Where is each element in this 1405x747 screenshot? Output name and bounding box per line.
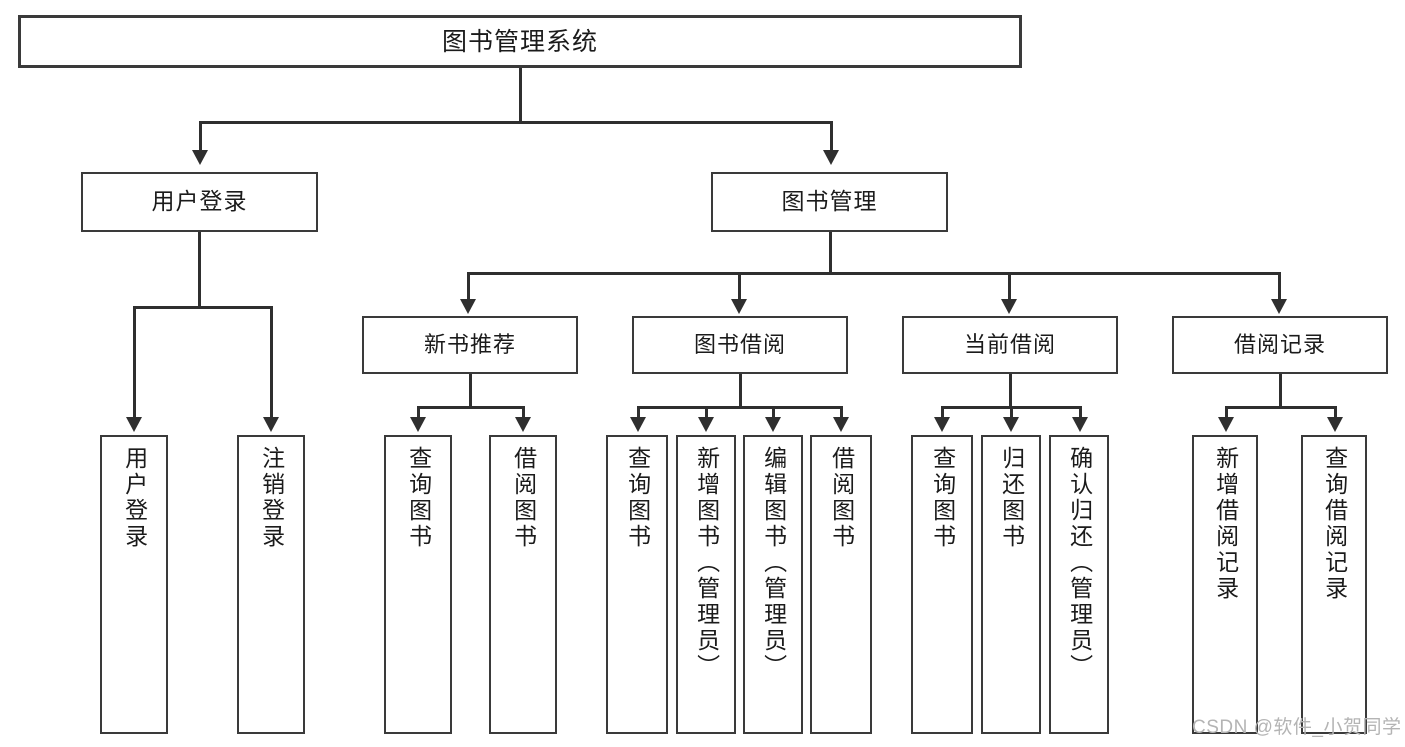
leaf-label: 新增图书（管理员） bbox=[693, 446, 720, 680]
connector-bookmgmt-drop-3 bbox=[1008, 272, 1011, 300]
node-label: 新书推荐 bbox=[423, 331, 516, 357]
arrowhead-newbook-leaf-2 bbox=[515, 417, 531, 432]
node-current-borrow[interactable]: 当前借阅 bbox=[902, 316, 1118, 374]
connector-bookmgmt-drop-4 bbox=[1278, 272, 1281, 300]
leaf-label: 编辑图书（管理员） bbox=[760, 446, 787, 680]
connector-bookmgmt-drop-1 bbox=[467, 272, 470, 300]
connector-root-to-bookmgmt bbox=[830, 121, 833, 151]
connector-currentborrow-drop-1 bbox=[941, 406, 944, 418]
connector-userlogin-drop-2 bbox=[270, 306, 273, 418]
node-label: 图书借阅 bbox=[693, 331, 786, 357]
leaf-label: 注销登录 bbox=[258, 446, 285, 550]
node-label: 借阅记录 bbox=[1233, 331, 1326, 357]
connector-currentborrow-drop-3 bbox=[1079, 406, 1082, 418]
leaf-currentborrow-confirm-return[interactable]: 确认归还（管理员） bbox=[1049, 435, 1109, 734]
node-label: 用户登录 bbox=[151, 188, 248, 215]
connector-bookmgmt-bus bbox=[467, 272, 1280, 275]
leaf-label: 新增借阅记录 bbox=[1212, 446, 1239, 602]
arrowhead-currentborrow-leaf-2 bbox=[1003, 417, 1019, 432]
arrowhead-userlogin-leaf-2 bbox=[263, 417, 279, 432]
node-book-borrow[interactable]: 图书借阅 bbox=[632, 316, 848, 374]
connector-borrowrecord-bus bbox=[1225, 406, 1337, 409]
leaf-user-login-login[interactable]: 用户登录 bbox=[100, 435, 168, 734]
arrowhead-bookborrow-leaf-1 bbox=[630, 417, 646, 432]
leaf-borrowrecord-add-record[interactable]: 新增借阅记录 bbox=[1192, 435, 1258, 734]
leaf-label: 查询图书 bbox=[624, 446, 651, 550]
connector-borrowrecord-drop-1 bbox=[1225, 406, 1228, 418]
node-label: 图书管理 bbox=[781, 188, 878, 215]
connector-userlogin-bus bbox=[133, 306, 273, 309]
leaf-bookborrow-add-book[interactable]: 新增图书（管理员） bbox=[676, 435, 736, 734]
arrowhead-bookmgmt-to-newbook bbox=[460, 299, 476, 314]
leaf-label: 用户登录 bbox=[121, 446, 148, 550]
node-borrow-record[interactable]: 借阅记录 bbox=[1172, 316, 1388, 374]
leaf-label: 借阅图书 bbox=[828, 446, 855, 550]
leaf-newbook-query-book[interactable]: 查询图书 bbox=[384, 435, 452, 734]
arrowhead-currentborrow-leaf-1 bbox=[934, 417, 950, 432]
connector-root-drop bbox=[519, 68, 522, 121]
leaf-label: 查询图书 bbox=[405, 446, 432, 550]
node-book-management[interactable]: 图书管理 bbox=[711, 172, 948, 232]
connector-root-bus bbox=[199, 121, 833, 124]
leaf-newbook-borrow-book[interactable]: 借阅图书 bbox=[489, 435, 557, 734]
arrowhead-bookmgmt-to-current bbox=[1001, 299, 1017, 314]
leaf-currentborrow-return-book[interactable]: 归还图书 bbox=[981, 435, 1041, 734]
connector-bookmgmt-drop-2 bbox=[738, 272, 741, 300]
connector-currentborrow-stem bbox=[1009, 374, 1012, 406]
connector-bookborrow-drop-3 bbox=[772, 406, 775, 418]
connector-bookborrow-bus bbox=[637, 406, 842, 409]
connector-newbook-stem bbox=[469, 374, 472, 406]
leaf-bookborrow-borrow-book[interactable]: 借阅图书 bbox=[810, 435, 872, 734]
connector-bookborrow-drop-1 bbox=[637, 406, 640, 418]
connector-bookborrow-drop-4 bbox=[840, 406, 843, 418]
arrowhead-root-to-bookmgmt bbox=[823, 150, 839, 165]
leaf-user-login-logout[interactable]: 注销登录 bbox=[237, 435, 305, 734]
connector-bookborrow-stem bbox=[739, 374, 742, 406]
leaf-label: 归还图书 bbox=[998, 446, 1025, 550]
connector-bookmgmt-stem bbox=[829, 232, 832, 272]
arrowhead-userlogin-leaf-1 bbox=[126, 417, 142, 432]
leaf-bookborrow-edit-book[interactable]: 编辑图书（管理员） bbox=[743, 435, 803, 734]
node-new-book-recommend[interactable]: 新书推荐 bbox=[362, 316, 578, 374]
connector-newbook-bus bbox=[417, 406, 525, 409]
connector-userlogin-drop-1 bbox=[133, 306, 136, 418]
leaf-label: 确认归还（管理员） bbox=[1066, 446, 1093, 680]
leaf-currentborrow-query-book[interactable]: 查询图书 bbox=[911, 435, 973, 734]
node-user-login[interactable]: 用户登录 bbox=[81, 172, 318, 232]
arrowhead-bookborrow-leaf-4 bbox=[833, 417, 849, 432]
node-label: 当前借阅 bbox=[963, 331, 1056, 357]
arrowhead-bookmgmt-to-borrow bbox=[731, 299, 747, 314]
leaf-bookborrow-query-book[interactable]: 查询图书 bbox=[606, 435, 668, 734]
connector-root-to-userlogin bbox=[199, 121, 202, 151]
leaf-label: 借阅图书 bbox=[510, 446, 537, 550]
arrowhead-bookborrow-leaf-3 bbox=[765, 417, 781, 432]
leaf-label: 查询借阅记录 bbox=[1321, 446, 1348, 602]
node-label: 图书管理系统 bbox=[441, 27, 598, 56]
connector-bookborrow-drop-2 bbox=[705, 406, 708, 418]
leaf-borrowrecord-query-record[interactable]: 查询借阅记录 bbox=[1301, 435, 1367, 734]
arrowhead-root-to-userlogin bbox=[192, 150, 208, 165]
arrowhead-bookmgmt-to-record bbox=[1271, 299, 1287, 314]
connector-userlogin-stem bbox=[198, 232, 201, 306]
arrowhead-bookborrow-leaf-2 bbox=[698, 417, 714, 432]
node-root-system[interactable]: 图书管理系统 bbox=[18, 15, 1022, 68]
leaf-label: 查询图书 bbox=[929, 446, 956, 550]
connector-borrowrecord-stem bbox=[1279, 374, 1282, 406]
connector-newbook-drop-1 bbox=[417, 406, 420, 418]
connector-borrowrecord-drop-2 bbox=[1334, 406, 1337, 418]
arrowhead-currentborrow-leaf-3 bbox=[1072, 417, 1088, 432]
csdn-watermark: CSDN @软件_小贺同学 bbox=[1192, 717, 1402, 738]
arrowhead-borrowrecord-leaf-2 bbox=[1327, 417, 1343, 432]
connector-newbook-drop-2 bbox=[522, 406, 525, 418]
arrowhead-newbook-leaf-1 bbox=[410, 417, 426, 432]
connector-currentborrow-drop-2 bbox=[1010, 406, 1013, 418]
arrowhead-borrowrecord-leaf-1 bbox=[1218, 417, 1234, 432]
